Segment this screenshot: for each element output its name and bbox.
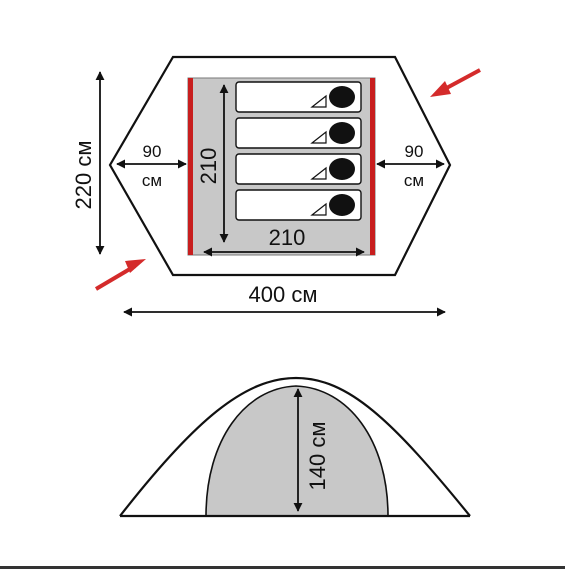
sleeping-bag [235,189,362,221]
inner-width-label: 210 [269,225,306,250]
entrance-arrow-right-icon [430,68,481,97]
head-icon [329,158,355,180]
pillow-icon [310,202,327,216]
tent-profile: 140 см [119,376,471,518]
pillow-icon [310,130,327,144]
depth-label: 220 см [71,141,96,210]
sleeping-bag [235,117,362,149]
bottom-border [0,566,565,569]
width-label: 400 см [249,282,318,307]
head-icon [329,194,355,216]
pillow-icon [310,94,327,108]
inner-depth-label: 210 [196,148,221,185]
sleeping-place [235,117,362,149]
height-label: 140 см [305,422,330,491]
inner-tent-left-edge [188,78,193,255]
sleeping-place [235,153,362,185]
sleeping-bag [235,153,362,185]
head-icon [329,86,355,108]
vestibule-left-value: 90 [143,142,162,161]
sleeping-bag [235,81,362,113]
sleeping-places [235,81,362,221]
vestibule-left-unit: см [142,171,162,190]
floor-plan: 210 210 90 см 90 см 220 см 400 см [71,55,481,317]
inner-tent-right-edge [370,78,375,255]
entrance-arrow-left-icon [94,259,146,291]
head-icon [329,122,355,144]
vestibule-right-value: 90 [405,142,424,161]
vestibule-right-unit: см [404,171,424,190]
pillow-icon [310,166,327,180]
sleeping-place [235,81,362,113]
sleeping-place [235,189,362,221]
